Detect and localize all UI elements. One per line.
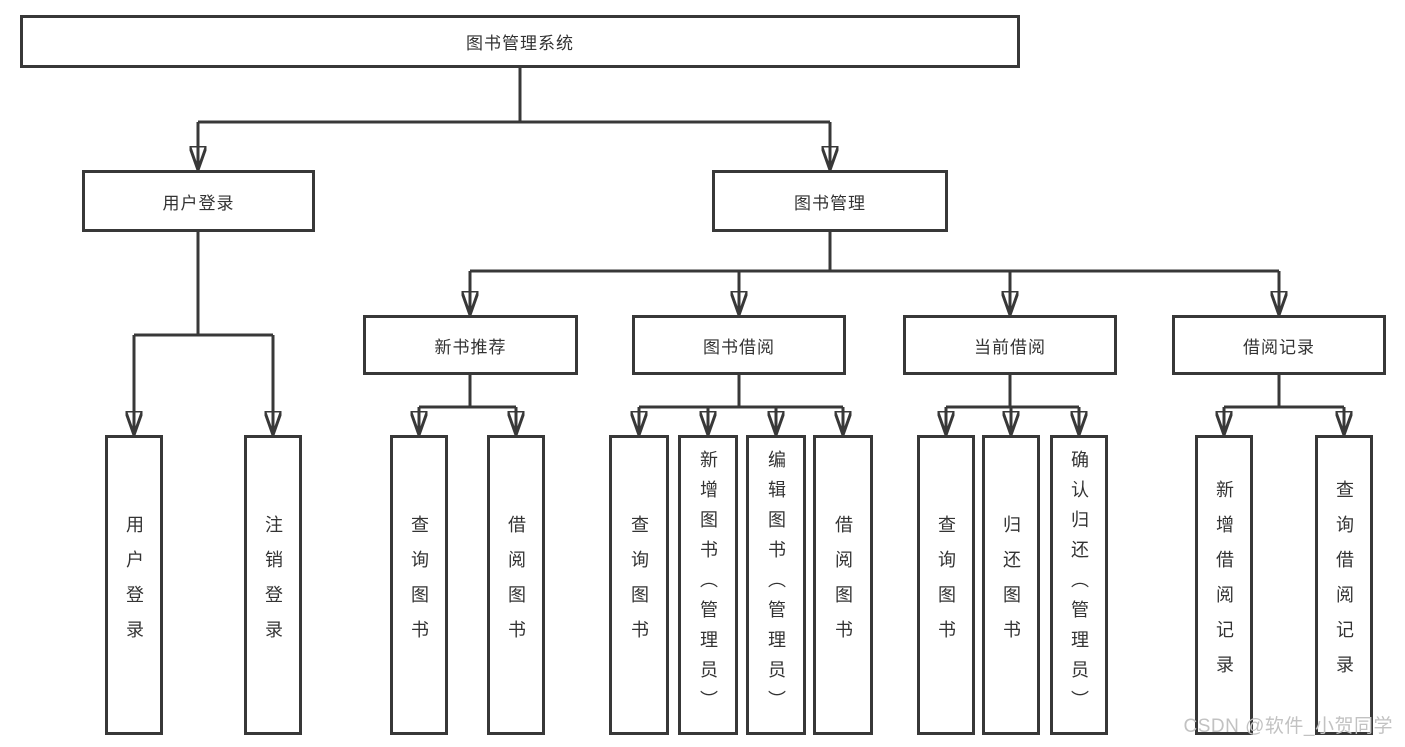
- leaf-borrow-borrow: 借阅图书: [813, 435, 873, 735]
- leaf-newbook-borrow-label: 借阅图书: [506, 515, 526, 655]
- node-borrow-records: 借阅记录: [1172, 315, 1386, 375]
- leaf-logout-label: 注销登录: [263, 515, 283, 655]
- leaf-borrow-add: 新增图书（管理员）: [678, 435, 738, 735]
- connector-root-trunk: [198, 68, 830, 124]
- leaf-newbook-query-label: 查询图书: [409, 515, 429, 655]
- connector-book-management-trunk: [470, 232, 1279, 273]
- connector-user-login-trunk: [134, 232, 273, 337]
- leaf-current-return: 归还图书: [982, 435, 1040, 735]
- connector-new-book-trunk: [419, 375, 516, 409]
- leaf-current-confirm: 确认归还（管理员）: [1050, 435, 1108, 735]
- connector-current-borrow-trunk: [946, 375, 1079, 409]
- node-current-borrow: 当前借阅: [903, 315, 1117, 375]
- leaf-current-query: 查询图书: [917, 435, 975, 735]
- leaf-user-login: 用户登录: [105, 435, 163, 735]
- leaf-borrow-query: 查询图书: [609, 435, 669, 735]
- leaf-borrow-edit: 编辑图书（管理员）: [746, 435, 806, 735]
- node-book-management: 图书管理: [712, 170, 948, 232]
- connector-book-borrow-trunk: [639, 375, 843, 409]
- watermark-text: CSDN @软件_小贺同学: [1183, 716, 1393, 737]
- leaf-records-query: 查询借阅记录: [1315, 435, 1373, 735]
- node-user-login: 用户登录: [82, 170, 315, 232]
- leaf-records-query-label: 查询借阅记录: [1334, 480, 1354, 690]
- connector-borrow-records-trunk: [1224, 375, 1344, 409]
- leaf-borrow-add-label: 新增图书（管理员）: [698, 450, 718, 720]
- leaf-current-query-label: 查询图书: [936, 515, 956, 655]
- node-new-book-recommend: 新书推荐: [363, 315, 578, 375]
- leaf-newbook-query: 查询图书: [390, 435, 448, 735]
- node-root: 图书管理系统: [20, 15, 1020, 68]
- leaf-borrow-query-label: 查询图书: [629, 515, 649, 655]
- leaf-records-add-label: 新增借阅记录: [1214, 480, 1234, 690]
- leaf-current-return-label: 归还图书: [1001, 515, 1021, 655]
- leaf-borrow-borrow-label: 借阅图书: [833, 515, 853, 655]
- leaf-logout: 注销登录: [244, 435, 302, 735]
- leaf-newbook-borrow: 借阅图书: [487, 435, 545, 735]
- leaf-current-confirm-label: 确认归还（管理员）: [1069, 450, 1089, 720]
- leaf-records-add: 新增借阅记录: [1195, 435, 1253, 735]
- leaf-user-login-label: 用户登录: [124, 515, 144, 655]
- node-book-borrow: 图书借阅: [632, 315, 846, 375]
- leaf-borrow-edit-label: 编辑图书（管理员）: [766, 450, 786, 720]
